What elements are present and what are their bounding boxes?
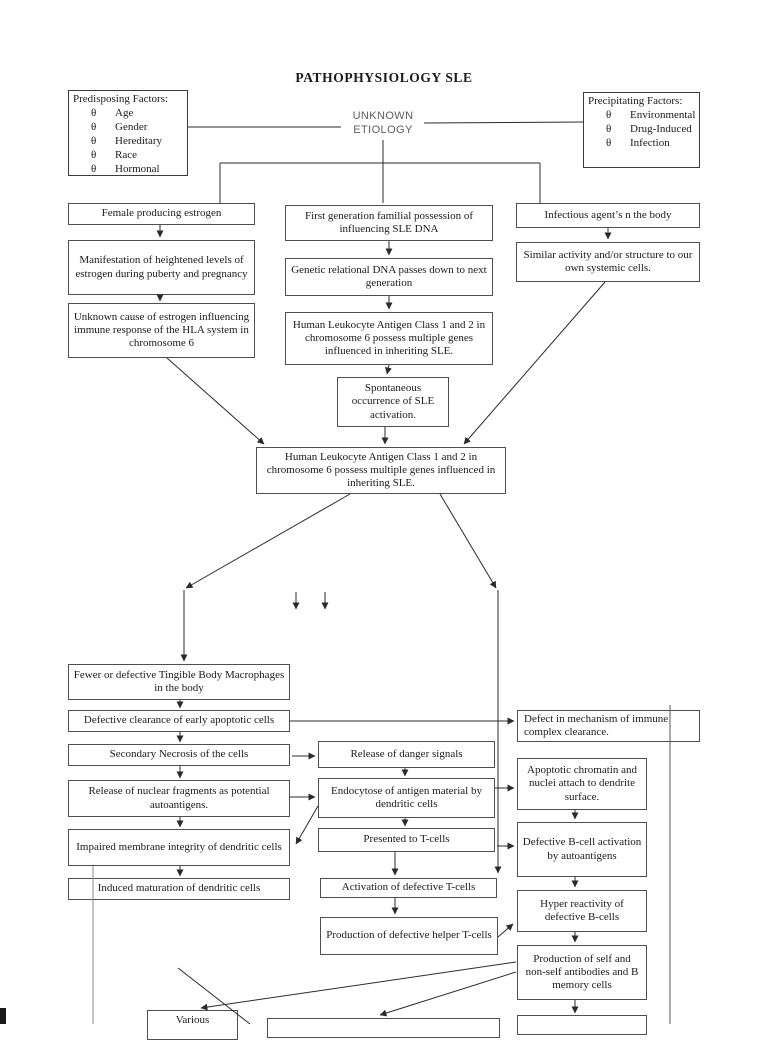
precipitating-factors-box: Precipitating Factors: θ Environmental θ… [583,92,700,168]
node-hyper-reactivity-bcells: Hyper reactivity of defective B-cells [517,890,647,932]
factor-label: Hormonal [115,162,160,175]
list-item: θ Hereditary [91,135,184,149]
theta-bullet: θ [606,136,612,149]
list-item: θ Gender [91,121,184,135]
theta-bullet: θ [91,134,97,147]
etiology-line2: ETIOLOGY [353,123,413,136]
factor-label: Race [115,148,137,161]
node-spontaneous-sle: Spontaneous occurrence of SLE activation… [337,377,449,427]
theta-bullet: θ [91,106,97,119]
etiology-line1: UNKNOWN [352,110,414,122]
node-defective-bcell-activation: Defective B-cell activation by autoantig… [517,822,647,877]
node-female-estrogen: Female producing estrogen [68,203,255,225]
node-manifestation-estrogen: Manifestation of heightened levels of es… [68,240,255,295]
page-edge-mark [0,1008,6,1024]
factor-label: Drug-Induced [630,122,692,135]
node-secondary-necrosis: Secondary Necrosis of the cells [68,744,290,766]
list-item: θ Drug-Induced [606,123,696,137]
node-production-helper-tcells: Production of defective helper T-cells [320,917,498,955]
node-unknown-cause-estrogen: Unknown cause of estrogen influencing im… [68,303,255,358]
node-presented-tcells: Presented to T-cells [318,828,495,852]
theta-bullet: θ [91,148,97,161]
node-defective-clearance: Defective clearance of early apoptotic c… [68,710,290,732]
node-apoptotic-chromatin: Apoptotic chromatin and nuclei attach to… [517,758,647,810]
node-bottom-right [517,1015,647,1035]
node-production-antibodies: Production of self and non-self antibodi… [517,945,647,1000]
page-title: PATHOPHYSIOLOGY SLE [295,70,473,85]
node-hla-central: Human Leukocyte Antigen Class 1 and 2 in… [256,447,506,494]
factor-label: Environmental [630,108,696,121]
node-induced-maturation: Induced maturation of dendritic cells [68,878,290,900]
list-item: θ Environmental [606,109,696,123]
node-activation-tcells: Activation of defective T-cells [320,878,497,898]
node-first-generation: First generation familial possession of … [285,205,493,241]
factor-label: Hereditary [115,134,163,147]
list-item: θ Age [91,107,184,121]
theta-bullet: θ [606,108,612,121]
unknown-etiology-label: UNKNOWN ETIOLOGY [330,110,436,138]
node-bottom-center [267,1018,500,1038]
node-release-nuclear-fragments: Release of nuclear fragments as potentia… [68,780,290,817]
theta-bullet: θ [606,122,612,135]
factor-label: Age [115,106,134,119]
list-item: θ Race [91,149,184,163]
factor-label: Infection [630,136,670,149]
list-item: θ Hormonal [91,162,184,175]
node-endocytose-antigen: Endocytose of antigen material by dendri… [318,778,495,818]
node-infectious-agents: Infectious agent’s n the body [516,203,700,228]
node-impaired-membrane: Impaired membrane integrity of dendritic… [68,829,290,866]
node-hla-inheriting: Human Leukocyte Antigen Class 1 and 2 in… [285,312,493,365]
predisposing-title: Predisposing Factors: [73,93,169,105]
factor-label: Gender [115,120,148,133]
node-various: Various [147,1010,238,1040]
node-tingible-macrophages: Fewer or defective Tingible Body Macroph… [68,664,290,700]
theta-bullet: θ [91,162,97,175]
node-genetic-dna: Genetic relational DNA passes down to ne… [285,258,493,296]
node-release-danger-signals: Release of danger signals [318,741,495,768]
node-defect-immune-clearance: Defect in mechanism of immune complex cl… [517,710,700,742]
node-similar-activity: Similar activity and/or structure to our… [516,242,700,282]
list-item: θ Infection [606,137,696,151]
predisposing-factors-box: Predisposing Factors: θ Age θ Gender θ H… [68,90,188,176]
theta-bullet: θ [91,120,97,133]
precipitating-title: Precipitating Factors: [588,95,683,107]
